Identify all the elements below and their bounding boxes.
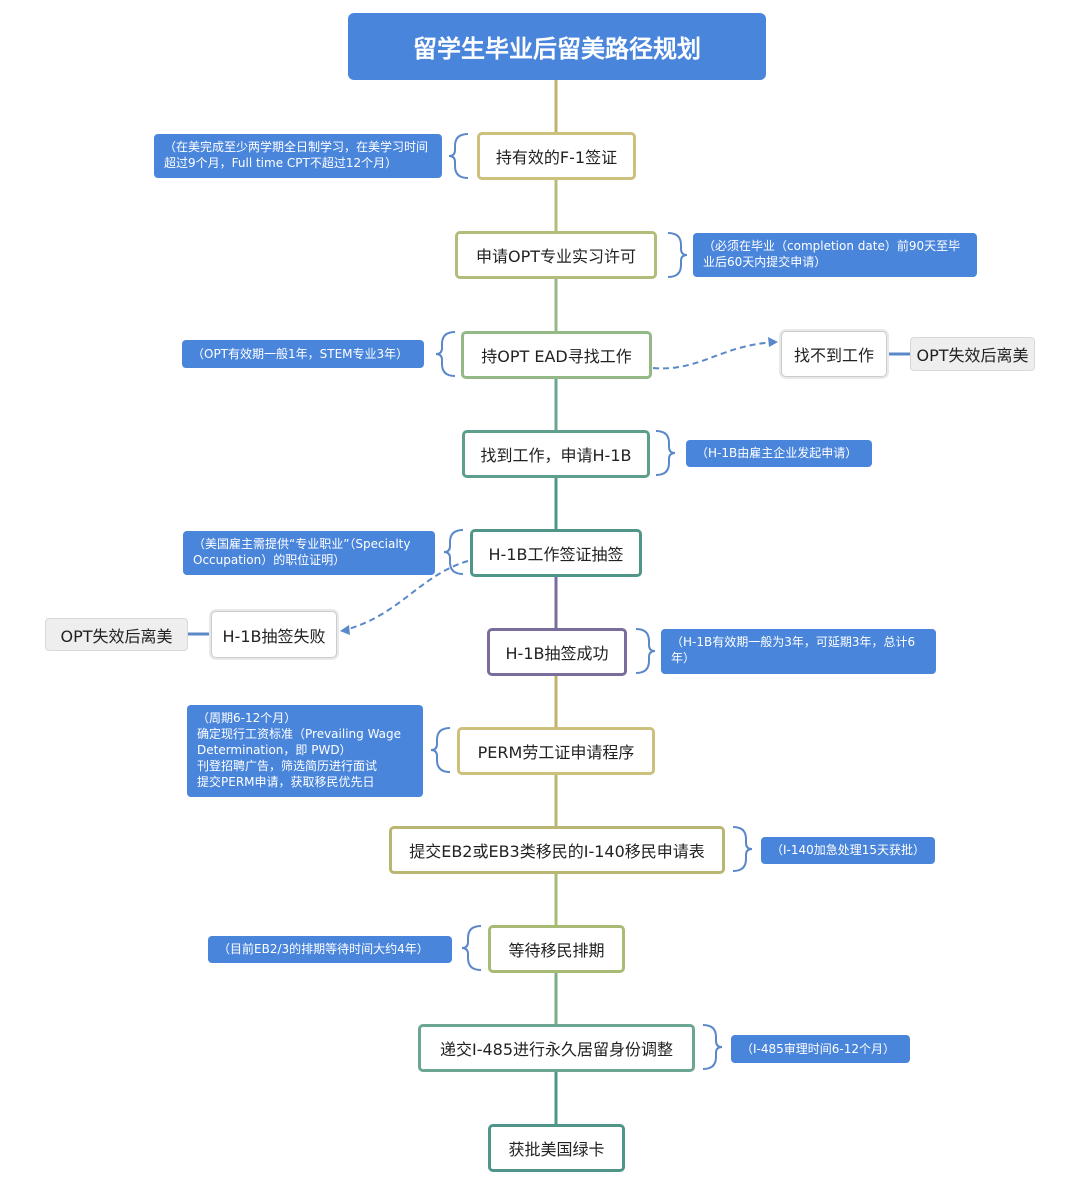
note-schedule: （目前EB2/3的排期等待时间大约4年） <box>208 936 452 963</box>
note-specialty: （美国雇主需提供“专业职业”（Specialty Occupation）的职位证… <box>183 531 435 575</box>
bracket-schedule <box>461 925 482 971</box>
bracket-h1b-validity <box>635 628 656 674</box>
step-opt-job-search: 持OPT EAD寻找工作 <box>461 331 652 379</box>
step-h1b-apply: 找到工作，申请H-1B <box>462 430 650 478</box>
branch-h1b-fail: H-1B抽签失败 <box>211 611 337 658</box>
note-perm-line: 刊登招聘广告，筛选简历进行面试 <box>197 759 378 773</box>
dashed-arrow-h1b-fail <box>344 560 469 631</box>
step-perm: PERM劳工证申请程序 <box>457 727 655 775</box>
note-perm-line: 提交PERM申请，获取移民优先日 <box>197 775 375 789</box>
branch-opt-expired-right: OPT失效后离美 <box>910 337 1035 371</box>
arrow-head-no-job <box>768 337 778 347</box>
bracket-opt-apply <box>667 232 688 278</box>
step-f1-visa: 持有效的F-1签证 <box>477 132 636 180</box>
step-i140: 提交EB2或EB3类移民的I-140移民申请表 <box>389 826 725 874</box>
bracket-i485 <box>702 1024 723 1070</box>
bracket-i140 <box>732 826 753 872</box>
step-opt-apply: 申请OPT专业实习许可 <box>455 231 657 279</box>
note-f1: （在美完成至少两学期全日制学习，在美学习时间超过9个月，Full time CP… <box>154 134 442 178</box>
bracket-opt-validity <box>435 331 456 377</box>
step-wait-schedule: 等待移民排期 <box>488 925 625 973</box>
page-title: 留学生毕业后留美路径规划 <box>348 13 766 80</box>
step-h1b-success: H-1B抽签成功 <box>487 628 627 676</box>
note-h1b-sponsor: （H-1B由雇主企业发起申请） <box>686 440 872 467</box>
step-green-card: 获批美国绿卡 <box>488 1124 625 1172</box>
note-h1b-validity: （H-1B有效期一般为3年，可延期3年，总计6年） <box>661 629 936 674</box>
arrow-head-h1b-fail <box>340 625 350 635</box>
branch-opt-expired-left: OPT失效后离美 <box>45 618 188 651</box>
note-i140: （I-140加急处理15天获批） <box>761 837 935 864</box>
bracket-f1 <box>448 133 469 179</box>
bracket-specialty <box>443 529 464 575</box>
note-perm-line: 确定现行工资标准（Prevailing Wage Determination，即… <box>197 727 402 757</box>
step-h1b-lottery: H-1B工作签证抽签 <box>470 529 642 577</box>
note-perm: （周期6-12个月） 确定现行工资标准（Prevailing Wage Dete… <box>187 705 423 797</box>
branch-no-job: 找不到工作 <box>781 331 887 377</box>
note-perm-line: （周期6-12个月） <box>197 711 297 725</box>
note-opt-apply: （必须在毕业（completion date）前90天至毕业后60天内提交申请） <box>693 233 977 277</box>
note-opt-validity: （OPT有效期一般1年，STEM专业3年） <box>182 340 424 368</box>
bracket-perm <box>430 727 451 773</box>
step-i485: 递交I-485进行永久居留身份调整 <box>418 1024 695 1072</box>
dashed-arrow-no-job <box>652 341 777 370</box>
bracket-h1b-sponsor <box>655 430 676 476</box>
note-i485: （I-485审理时间6-12个月） <box>731 1035 910 1063</box>
